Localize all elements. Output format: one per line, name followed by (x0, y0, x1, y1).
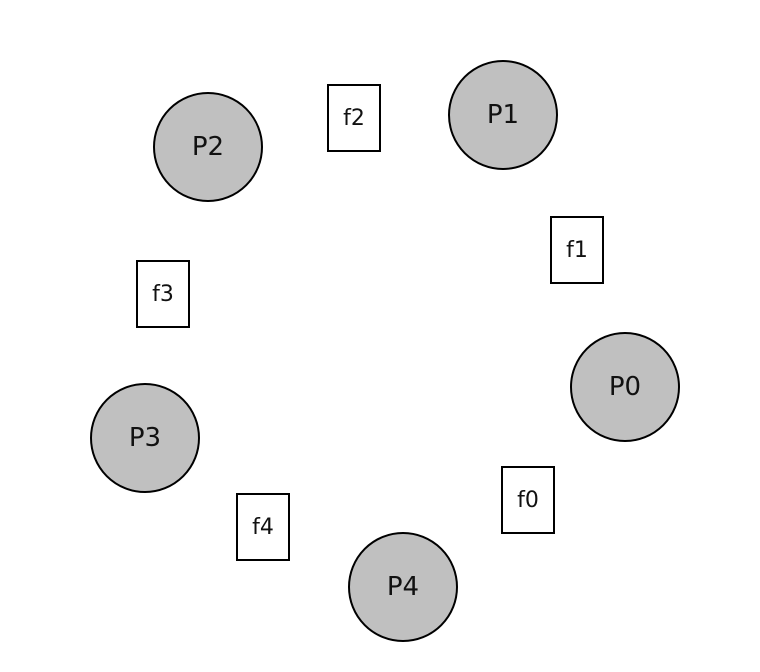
fork-f2: f2 (327, 84, 381, 152)
fork-f3: f3 (136, 260, 190, 328)
fork-f1: f1 (550, 216, 604, 284)
philosopher-p2: P2 (153, 92, 263, 202)
philosopher-p3: P3 (90, 383, 200, 493)
fork-f4: f4 (236, 493, 290, 561)
philosopher-p1: P1 (448, 60, 558, 170)
philosopher-p0: P0 (570, 332, 680, 442)
fork-f0: f0 (501, 466, 555, 534)
philosopher-p4: P4 (348, 532, 458, 642)
